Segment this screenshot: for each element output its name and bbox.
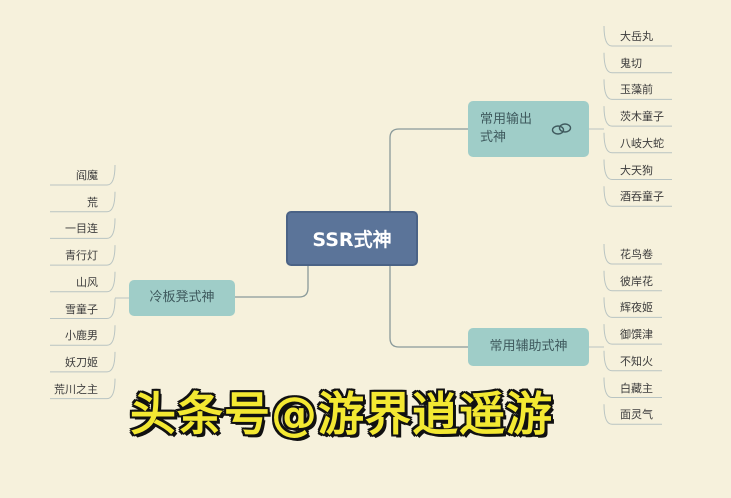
link-icon[interactable] — [551, 122, 573, 136]
watermark: 头条号@游界逍遥游 — [130, 387, 553, 441]
leaf-line-support-0 — [603, 243, 662, 265]
leaf-output-3[interactable]: 茨木童子 — [620, 110, 664, 124]
connector-root-bench — [235, 266, 309, 298]
leaf-output-5[interactable]: 大天狗 — [620, 163, 653, 177]
leaf-support-2[interactable]: 辉夜姬 — [620, 301, 653, 315]
leaf-bench-4[interactable]: 山风 — [76, 275, 98, 289]
leaf-line-support-3 — [603, 324, 662, 345]
leaf-support-1[interactable]: 彼岸花 — [620, 274, 653, 288]
leaf-support-5[interactable]: 白藏主 — [620, 381, 653, 395]
leaf-support-3[interactable]: 御馔津 — [620, 328, 653, 342]
leaf-bench-6[interactable]: 小鹿男 — [65, 329, 98, 343]
leaf-line-bench-4 — [50, 271, 116, 293]
leaf-line-output-6 — [603, 186, 672, 207]
leaf-line-output-0 — [603, 25, 672, 47]
connector-root-support — [389, 266, 468, 348]
branch-support-label: 常用辅助式神 — [489, 339, 568, 354]
leaf-line-output-3 — [603, 106, 672, 127]
leaf-support-4[interactable]: 不知火 — [620, 354, 653, 368]
leaf-line-output-4 — [603, 132, 672, 154]
leaf-line-bench-3 — [50, 245, 116, 266]
connector-root-output — [389, 128, 468, 211]
branch-output-label: 常用输出式神 — [480, 112, 533, 145]
branch-output[interactable]: 常用输出式神 — [468, 101, 589, 157]
root-node[interactable]: SSR式神 — [286, 211, 418, 266]
branch-bench[interactable]: 冷板凳式神 — [129, 280, 235, 316]
leaf-line-support-2 — [603, 297, 662, 318]
leaf-line-support-5 — [603, 377, 662, 398]
leaf-line-bench-6 — [50, 325, 116, 346]
leaf-bench-8[interactable]: 荒川之主 — [54, 382, 98, 396]
branch-bench-label: 冷板凳式神 — [149, 290, 215, 305]
leaf-bench-7[interactable]: 妖刀姬 — [65, 355, 98, 369]
leaf-line-output-1 — [603, 52, 672, 74]
leaf-bench-1[interactable]: 荒 — [87, 195, 98, 209]
leaf-output-4[interactable]: 八岐大蛇 — [620, 136, 664, 150]
leaf-bench-0[interactable]: 阎魔 — [76, 169, 98, 182]
leaf-line-bench-8 — [50, 378, 116, 400]
root-label: SSR式神 — [312, 229, 392, 251]
leaf-line-bench-2 — [50, 218, 116, 239]
leaf-line-output-2 — [603, 79, 672, 100]
leaf-support-6[interactable]: 面灵气 — [620, 408, 653, 422]
leaf-line-output-5 — [603, 159, 672, 180]
leaf-line-support-6 — [603, 404, 662, 425]
leaf-line-bench-0 — [50, 164, 116, 186]
leaf-line-support-1 — [603, 270, 662, 292]
leaf-line-bench-7 — [50, 351, 116, 373]
branch-support[interactable]: 常用辅助式神 — [468, 328, 589, 366]
leaf-output-6[interactable]: 酒吞童子 — [620, 190, 664, 204]
leaf-output-0[interactable]: 大岳丸 — [620, 30, 653, 43]
leaf-bench-2[interactable]: 一目连 — [65, 222, 98, 236]
leaf-support-0[interactable]: 花鸟卷 — [620, 248, 653, 261]
leaf-line-bench-5 — [50, 298, 116, 319]
leaf-output-1[interactable]: 鬼切 — [620, 56, 642, 70]
leaf-bench-3[interactable]: 青行灯 — [65, 249, 98, 263]
leaf-line-bench-1 — [50, 191, 116, 213]
leaf-output-2[interactable]: 玉藻前 — [620, 83, 653, 97]
leaf-line-support-4 — [603, 350, 662, 372]
leaf-bench-5[interactable]: 雪童子 — [65, 302, 98, 316]
